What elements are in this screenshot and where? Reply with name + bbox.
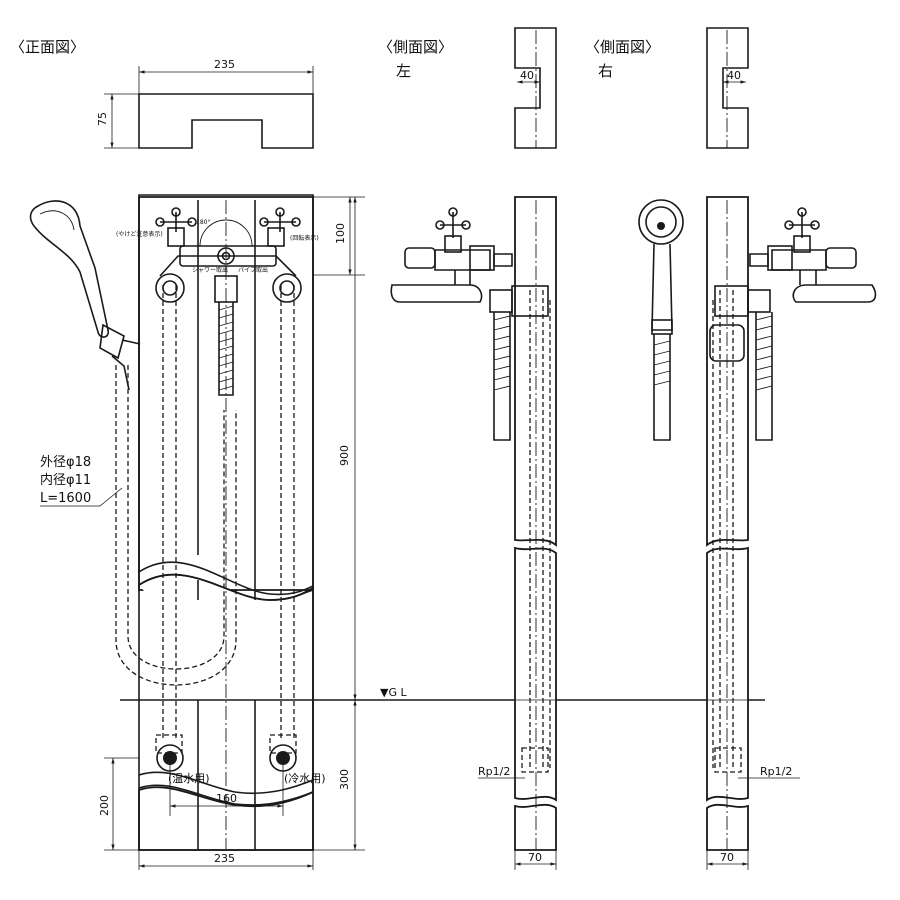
dim-side-width-right: 70 bbox=[720, 851, 734, 864]
front-horizontal-dimensions: 160 235 bbox=[138, 758, 314, 870]
left-label: 左 bbox=[396, 62, 411, 80]
hose-outer-diameter: 外径φ18 bbox=[40, 455, 91, 470]
right-label: 右 bbox=[598, 62, 613, 80]
rotation-label: (回転表示) bbox=[290, 234, 319, 242]
side-view-right-label: 〈側面図〉 bbox=[585, 38, 660, 56]
hose-inner-diameter: 内径φ11 bbox=[40, 472, 91, 488]
dim-notch-left: 40 bbox=[520, 69, 534, 82]
cold-water-label: (冷水用) bbox=[284, 772, 326, 785]
hose-length: L=1600 bbox=[40, 491, 91, 506]
dim-upper-height: 100 bbox=[334, 223, 347, 244]
side-top-view-left: 40 bbox=[514, 27, 557, 149]
dim-pipe-spacing: 160 bbox=[216, 792, 237, 805]
rp-left-label: Rp1/2 bbox=[478, 765, 510, 778]
top-plan-view: 235 75 bbox=[96, 58, 314, 149]
shower-head bbox=[29, 200, 141, 391]
side-view-right: Rp1/2 70 bbox=[638, 196, 877, 870]
side-view-left: Rp1/2 70 bbox=[390, 196, 575, 870]
front-vertical-dimensions: 100 900 300 200 bbox=[98, 196, 365, 851]
dim-top-width: 235 bbox=[214, 58, 235, 71]
dim-total-height: 900 bbox=[338, 445, 351, 466]
side-view-left-label: 〈側面図〉 bbox=[378, 38, 453, 56]
dim-side-width-left: 70 bbox=[528, 851, 542, 864]
pipe-outlet-label: パイプ取出 bbox=[238, 266, 268, 274]
shower-outlet-label: シャワー取出 bbox=[192, 266, 228, 274]
dim-top-height: 75 bbox=[96, 112, 109, 126]
dim-bottom-height: 200 bbox=[98, 795, 111, 816]
rp-right-label: Rp1/2 bbox=[760, 765, 792, 778]
front-view-label: 〈正面図〉 bbox=[10, 38, 85, 56]
dim-notch-right: 40 bbox=[727, 69, 741, 82]
side-top-view-right: 40 bbox=[706, 27, 749, 149]
hot-water-label: (温水用) bbox=[168, 772, 210, 785]
front-view: 180° (やけど注意表示) (回転表示) シャワー取出 パイプ取出 (温水用)… bbox=[115, 194, 326, 851]
dim-bottom-width: 235 bbox=[214, 852, 235, 865]
ground-level-label: ▼G L bbox=[380, 686, 407, 699]
burn-warning-label: (やけど注意表示) bbox=[116, 230, 163, 238]
dim-lower-height: 300 bbox=[338, 769, 351, 790]
hose-note: 外径φ18 内径φ11 L=1600 bbox=[40, 455, 123, 507]
angle-label: 180° bbox=[196, 219, 210, 226]
